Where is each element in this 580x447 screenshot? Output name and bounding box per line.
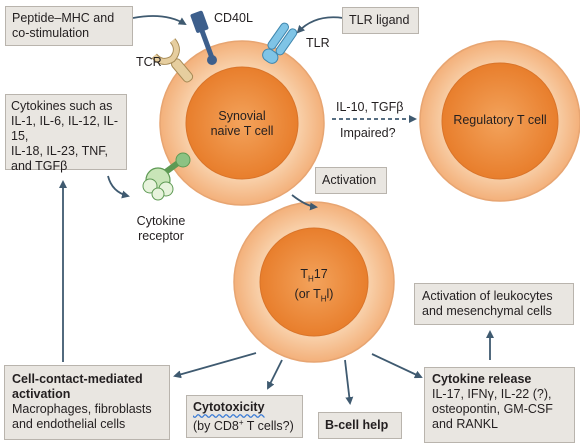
leukocytes-line-1: Activation of leukocytes xyxy=(422,289,553,303)
th17-cell xyxy=(233,201,395,363)
peptide-line-2: co-stimulation xyxy=(12,26,90,40)
cytokines-line-4: and TGFβ xyxy=(11,159,68,173)
activation-label: Activation xyxy=(322,173,377,187)
arrow-cytokines-to-receptor xyxy=(107,175,130,199)
tcr-label: TCR xyxy=(136,55,162,69)
regulatory-t-cell xyxy=(419,40,580,202)
th17-alt-sub: H xyxy=(320,294,327,303)
th17-t: T xyxy=(300,267,308,281)
naive-cell-line-1: Synovial xyxy=(218,109,266,123)
cytokine-receptor-icon xyxy=(142,152,191,201)
arrows xyxy=(59,15,494,405)
leukocytes-line-2: and mesenchymal cells xyxy=(422,304,552,318)
tlr-icon xyxy=(262,22,298,64)
arrow-to-cytokine-release xyxy=(371,353,423,379)
arrow-to-bcell-help xyxy=(344,359,354,405)
il10-tgfb-label: IL-10, TGFβ xyxy=(336,100,404,114)
naive-cell-nucleus xyxy=(185,66,299,180)
cytotoxicity-body-sup: + xyxy=(238,418,244,427)
regulatory-cell-label: Regulatory T cell xyxy=(453,113,547,127)
cell-contact-title-1: Cell-contact-mediated xyxy=(12,372,143,386)
tlr-ligand-box: TLR ligand xyxy=(342,7,419,34)
regulatory-cell-nucleus xyxy=(441,62,559,180)
cytokines-line-2: IL-1, IL-6, IL-12, IL-15, xyxy=(11,114,118,143)
th17-suffix: 17 xyxy=(313,267,328,281)
naive-cell-label: Synovial naive T cell xyxy=(197,109,287,139)
tcr-receptor-icon xyxy=(151,38,194,83)
cytotoxicity-body-prefix: (by CD8 xyxy=(193,419,239,434)
cell-contact-body-1: Macrophages, fibroblasts xyxy=(12,402,152,416)
cytokine-release-line-3: and RANKL xyxy=(432,417,499,431)
cytokine-receptor-line-1: Cytokine xyxy=(136,214,186,228)
cytokine-release-title: Cytokine release xyxy=(432,372,532,386)
cytokine-receptor-line-2: receptor xyxy=(138,229,184,243)
cytotoxicity-box: Cytotoxicity (by CD8+ T cells?) xyxy=(186,395,303,438)
naive-cell-line-2: naive T cell xyxy=(210,124,274,138)
cytokine-release-box: Cytokine release IL-17, IFNγ, IL-22 (?),… xyxy=(424,367,575,443)
cytokines-line-1: Cytokines such as xyxy=(11,99,113,113)
bcell-help-box: B-cell help xyxy=(318,412,402,439)
cytokine-receptor-label: Cytokine receptor xyxy=(126,214,196,244)
impaired-label: Impaired? xyxy=(340,126,396,140)
cell-contact-body-2: and endothelial cells xyxy=(12,417,126,431)
naive-t-cell xyxy=(159,40,325,206)
arrow-to-cell-contact xyxy=(173,352,257,379)
cell-contact-title-2: activation xyxy=(12,387,71,401)
th17-main: TH17 xyxy=(279,267,349,287)
leukocytes-box: Activation of leukocytes and mesenchymal… xyxy=(414,283,574,325)
th17-sub: H xyxy=(307,274,314,284)
arrow-to-cytotoxicity xyxy=(267,359,283,390)
cd40l-label: CD40L xyxy=(214,11,253,25)
cytokines-line-3: IL-18, IL-23, TNF, xyxy=(11,144,109,158)
arrow-activation-to-th17 xyxy=(291,194,318,211)
cd40l-icon xyxy=(190,10,217,65)
cytotoxicity-body: (by CD8+ T cells?) xyxy=(193,415,296,434)
activation-box: Activation xyxy=(315,167,387,194)
th17-alt-suffix: l) xyxy=(326,286,334,301)
tlr-ligand-label: TLR ligand xyxy=(349,13,410,27)
th17-alt-prefix: (or T xyxy=(294,286,321,301)
arrow-peptide-to-cd40l xyxy=(132,15,187,26)
cell-contact-box: Cell-contact-mediated activation Macroph… xyxy=(4,365,170,440)
th17-cell-nucleus xyxy=(259,227,369,337)
cytokine-release-line-2: osteopontin, GM-CSF xyxy=(432,402,553,416)
cytokine-release-line-1: IL-17, IFNγ, IL-22 (?), xyxy=(432,387,552,401)
th17-alt: (or THl) xyxy=(279,287,349,307)
peptide-mhc-box: Peptide–MHC and co-stimulation xyxy=(5,6,133,46)
cytotoxicity-title: Cytotoxicity xyxy=(193,400,265,414)
bcell-help-label: B-cell help xyxy=(325,418,389,432)
th17-cell-label: TH17 (or THl) xyxy=(279,267,349,306)
peptide-line-1: Peptide–MHC and xyxy=(12,11,115,25)
arrow-tlr-ligand-to-tlr xyxy=(296,16,344,34)
tlr-label: TLR xyxy=(306,36,330,50)
cytokines-box: Cytokines such as IL-1, IL-6, IL-12, IL-… xyxy=(5,94,127,173)
cytotoxicity-body-suffix: T cells?) xyxy=(243,419,294,434)
